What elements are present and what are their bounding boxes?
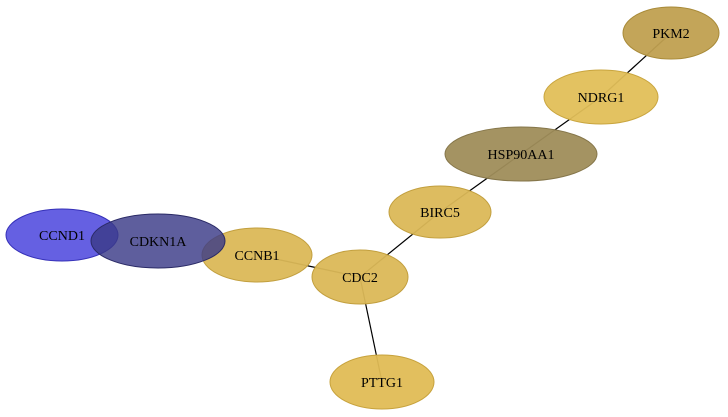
node-label-ccnb1: CCNB1 xyxy=(234,249,279,264)
node-cdkn1a[interactable]: CDKN1A xyxy=(90,213,226,269)
node-shape-cdc2 xyxy=(311,249,409,305)
node-shape-hsp90aa1 xyxy=(444,126,598,182)
node-birc5[interactable]: BIRC5 xyxy=(388,185,492,239)
node-label-pttg1: PTTG1 xyxy=(361,376,403,391)
node-ndrg1[interactable]: NDRG1 xyxy=(543,69,659,125)
node-pttg1[interactable]: PTTG1 xyxy=(329,354,435,410)
node-label-cdkn1a: CDKN1A xyxy=(130,235,188,250)
node-label-pkm2: PKM2 xyxy=(652,27,689,42)
node-shape-pkm2 xyxy=(622,6,720,60)
node-cdc2[interactable]: CDC2 xyxy=(311,249,409,305)
node-ccnd1[interactable]: CCND1 xyxy=(5,208,119,262)
node-shape-birc5 xyxy=(388,185,492,239)
node-label-birc5: BIRC5 xyxy=(420,206,460,221)
node-shape-pttg1 xyxy=(329,354,435,410)
node-hsp90aa1[interactable]: HSP90AA1 xyxy=(444,126,598,182)
node-ccnb1[interactable]: CCNB1 xyxy=(201,227,313,283)
node-label-ndrg1: NDRG1 xyxy=(578,91,625,106)
node-shape-cdkn1a xyxy=(90,213,226,269)
node-label-ccnd1: CCND1 xyxy=(39,229,85,244)
node-label-cdc2: CDC2 xyxy=(342,271,378,286)
node-label-hsp90aa1: HSP90AA1 xyxy=(488,148,555,163)
node-pkm2[interactable]: PKM2 xyxy=(622,6,720,60)
node-shape-ndrg1 xyxy=(543,69,659,125)
